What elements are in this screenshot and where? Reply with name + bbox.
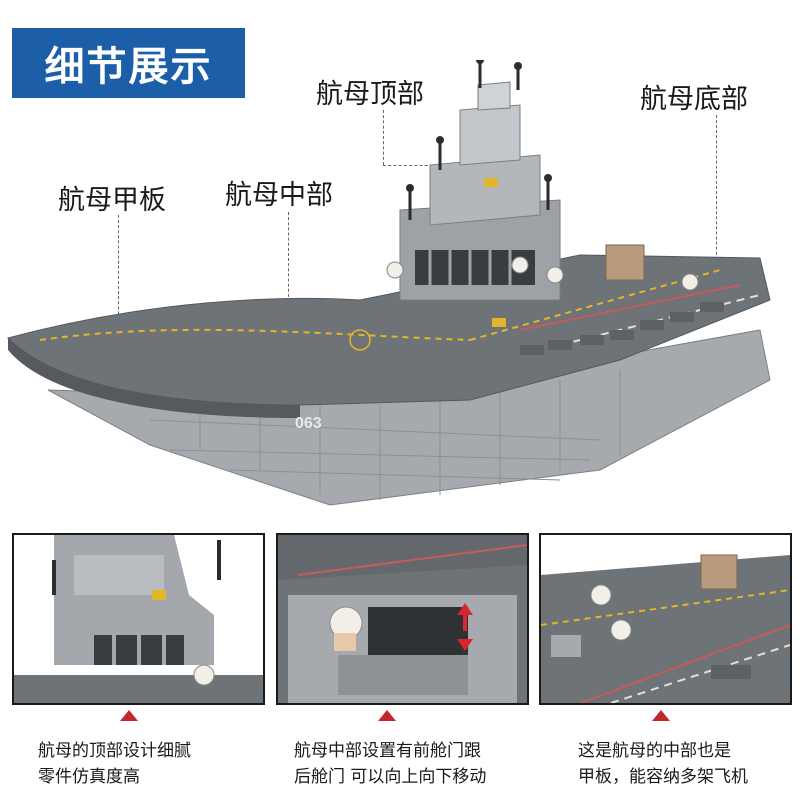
label-carrier-bottom: 航母底部 — [640, 84, 748, 115]
detail-panel-deck — [539, 533, 792, 705]
caption-3-line1: 这是航母的中部也是 — [578, 741, 731, 761]
label-carrier-deck: 航母甲板 — [58, 185, 166, 216]
leader-line-bottom — [716, 115, 717, 275]
caption-1-line2: 零件仿真度高 — [38, 767, 140, 787]
label-carrier-top: 航母顶部 — [316, 79, 424, 110]
caption-1-line1: 航母的顶部设计细腻 — [38, 741, 191, 761]
leader-line-top-h — [383, 165, 433, 166]
detail-panel-hangar-door — [276, 533, 529, 705]
caption-2-line2: 后舱门 可以向上向下移动 — [294, 767, 487, 787]
leader-line-deck — [118, 215, 119, 355]
aircraft-carrier-illustration: 063 — [7, 60, 771, 506]
leader-line-top — [383, 110, 384, 165]
leader-line-middle — [288, 212, 289, 302]
caption-pointer-2 — [378, 710, 396, 721]
caption-pointer-1 — [120, 710, 138, 721]
label-carrier-middle: 航母中部 — [225, 180, 333, 211]
caption-3: 这是航母的中部也是 甲板，能容纳多架飞机 — [578, 738, 748, 790]
caption-2-line1: 航母中部设置有前舱门跟 — [294, 741, 481, 761]
section-title: 细节展示 — [12, 28, 245, 98]
hull-number: 063 — [295, 415, 322, 432]
detail-panel-island — [12, 533, 265, 705]
caption-2: 航母中部设置有前舱门跟 后舱门 可以向上向下移动 — [294, 738, 486, 790]
caption-3-line2: 甲板，能容纳多架飞机 — [578, 767, 748, 787]
caption-1: 航母的顶部设计细腻 零件仿真度高 — [38, 738, 191, 790]
caption-pointer-3 — [652, 710, 670, 721]
